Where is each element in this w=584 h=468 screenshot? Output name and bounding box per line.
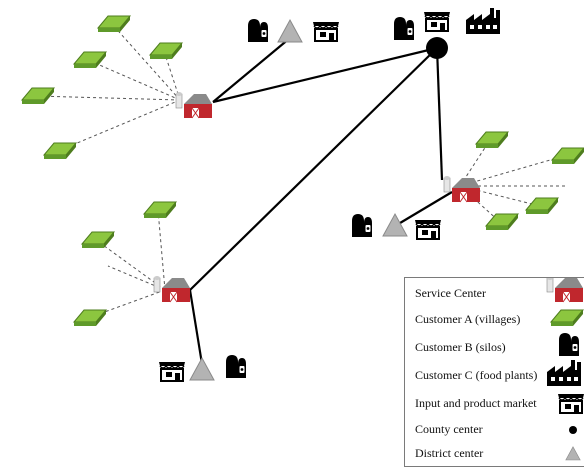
legend-label-customer-b: Customer B (silos) bbox=[415, 340, 506, 354]
market-stall-icon bbox=[414, 219, 442, 240]
village-parcel-icon bbox=[97, 15, 131, 33]
link-county-to-northwest-center bbox=[212, 46, 438, 104]
silo-icon bbox=[394, 17, 414, 40]
factory-icon bbox=[466, 8, 500, 34]
district-center-node bbox=[277, 19, 303, 43]
village-parcel-icon bbox=[475, 131, 509, 149]
barn-icon bbox=[443, 175, 481, 203]
district-center-node bbox=[382, 213, 408, 237]
village-parcel-icon bbox=[43, 142, 77, 160]
link-northwest-center-to-district bbox=[212, 37, 291, 103]
village-parcel-icon bbox=[149, 42, 183, 60]
factory-icon bbox=[547, 360, 581, 386]
legend: Service Center Customer A (villages) Cus… bbox=[404, 277, 584, 467]
village-parcel-icon bbox=[81, 231, 115, 249]
link-county-to-southwest-center bbox=[189, 47, 438, 291]
trunk-links bbox=[188, 37, 453, 365]
village-parcel-icon bbox=[143, 201, 177, 219]
district-center-node bbox=[189, 357, 215, 381]
silo-icon bbox=[352, 214, 372, 237]
legend-label-customer-a: Customer A (villages) bbox=[415, 312, 521, 326]
county-center-node bbox=[426, 37, 448, 59]
black-circle-icon bbox=[569, 426, 577, 434]
market-stall-icon bbox=[158, 361, 186, 382]
barn-icon bbox=[175, 91, 213, 119]
village-parcel-icon bbox=[551, 147, 584, 165]
silo-icon bbox=[559, 333, 579, 356]
village-parcel-icon bbox=[21, 87, 55, 105]
village-parcel-icon bbox=[73, 309, 107, 327]
link-east-center-to-district bbox=[394, 191, 453, 227]
silo-icon bbox=[226, 355, 246, 378]
village-parcel-icon bbox=[485, 213, 519, 231]
silo-icon bbox=[248, 19, 268, 42]
legend-label-service-center: Service Center bbox=[415, 286, 486, 300]
market-stall-icon bbox=[557, 393, 584, 414]
service-centers bbox=[153, 91, 481, 303]
barn-icon bbox=[153, 275, 191, 303]
gray-triangle-icon bbox=[565, 446, 581, 461]
barn-icon bbox=[546, 278, 584, 303]
legend-label-district: District center bbox=[415, 446, 484, 460]
village-links bbox=[35, 23, 566, 319]
legend-label-market: Input and product market bbox=[415, 396, 537, 410]
legend-icons bbox=[546, 278, 584, 461]
village-parcel-icon bbox=[525, 197, 559, 215]
market-stall-icon bbox=[423, 11, 451, 32]
village-parcel-icon bbox=[550, 309, 584, 327]
link-county-to-east-center bbox=[435, 47, 444, 181]
legend-label-customer-c: Customer C (food plants) bbox=[415, 368, 538, 382]
legend-label-county: County center bbox=[415, 422, 483, 436]
link-southwest-center-to-district bbox=[188, 289, 204, 365]
market-stall-icon bbox=[312, 21, 340, 42]
